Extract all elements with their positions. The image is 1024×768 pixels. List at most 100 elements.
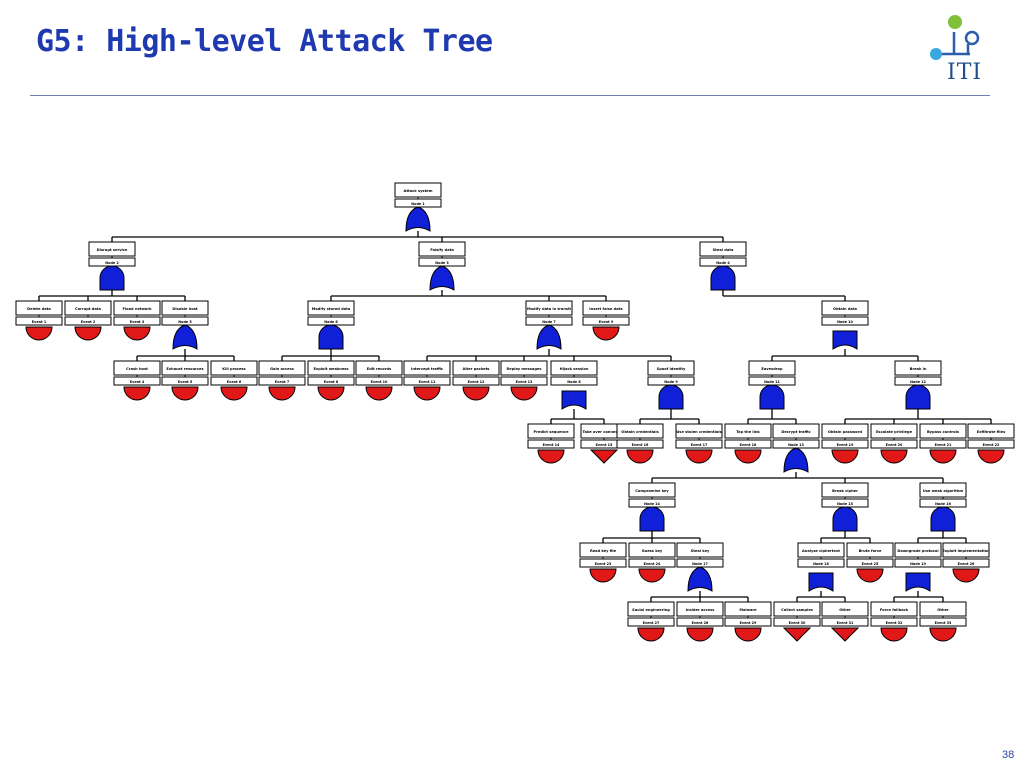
and-gate-icon (930, 506, 956, 532)
node-label-box (870, 617, 918, 627)
node-description: Use stolen credentials (676, 430, 721, 434)
node-label: Node 17 (692, 562, 708, 566)
node-label: Event 10 (371, 380, 388, 384)
iti-logo-icon (930, 15, 980, 60)
basic-event-circle (856, 568, 884, 583)
node-label: Node 11 (764, 380, 780, 384)
or-gate-icon (536, 324, 562, 350)
node-label-box (307, 376, 355, 386)
node-description: Attack system (404, 189, 433, 193)
node-description: Crash host (126, 367, 148, 371)
node-label: Node 16 (935, 502, 951, 506)
node-label-box (161, 376, 209, 386)
node-description: Break in (910, 367, 927, 371)
node-label: Event 28 (692, 621, 709, 625)
node-label: Event 27 (643, 621, 660, 625)
and-gate-icon (318, 324, 344, 350)
node-description: Gain access (270, 367, 294, 371)
node-description: Spoof identity (657, 367, 686, 371)
node-description: Edit records (367, 367, 392, 371)
gate-icon (832, 330, 858, 350)
node-label-box (616, 439, 664, 449)
node-label-box (919, 617, 967, 627)
node-description: Guess key (642, 549, 663, 553)
basic-event-circle (686, 627, 714, 642)
node-description: Force fallback (880, 608, 909, 612)
basic-event-circle (952, 568, 980, 583)
node-label: Event 16 (632, 443, 649, 447)
node-label-box (258, 376, 306, 386)
node-description: Predict sequence (533, 430, 569, 434)
node-label: Event 32 (886, 621, 903, 625)
node-description: Flood network (122, 307, 152, 311)
node-label-box (942, 558, 990, 568)
node-description: Insert false data (589, 307, 623, 311)
node-label: Node 4 (716, 261, 730, 265)
node-label-box (113, 376, 161, 386)
node-label-box (724, 617, 772, 627)
node-label-box (64, 316, 112, 326)
node-label: Event 23 (595, 562, 612, 566)
basic-event-circle (74, 326, 102, 341)
node-description: Intercept traffic (411, 367, 443, 371)
node-label: Event 7 (275, 380, 290, 384)
basic-event-circle (880, 627, 908, 642)
undeveloped-event-diamond (589, 449, 619, 464)
basic-event-circle (831, 449, 859, 464)
node-label: Node 13 (788, 443, 804, 447)
node-label-box (628, 558, 676, 568)
node-description: Break cipher (832, 489, 858, 493)
node-label: Event 21 (935, 443, 952, 447)
node-description: Obtain data (833, 307, 858, 311)
slide-title: G5: High-level Attack Tree (36, 24, 493, 59)
node-description: Exhaust resources (166, 367, 203, 371)
basic-event-circle (592, 326, 620, 341)
node-description: Tap the link (736, 430, 760, 434)
node-label: Event 18 (740, 443, 757, 447)
node-label: Node 6 (324, 320, 338, 324)
node-label: Node 2 (105, 261, 119, 265)
node-label: Event 8 (324, 380, 339, 384)
title-divider (30, 95, 990, 96)
node-description: Exploit implementation (942, 549, 990, 553)
node-label-box (500, 376, 548, 386)
node-description: Brute force (859, 549, 882, 553)
node-label-box (821, 617, 869, 627)
node-label: Node 3 (435, 261, 449, 265)
node-label: Node 12 (910, 380, 926, 384)
basic-event-circle (929, 449, 957, 464)
gate-icon (808, 572, 834, 592)
node-label: Node 15 (837, 502, 853, 506)
node-label-box (627, 617, 675, 627)
node-label-box (821, 316, 869, 326)
node-label: Node 7 (542, 320, 556, 324)
node-label-box (797, 558, 845, 568)
node-label: Node 14 (644, 502, 660, 506)
node-label-box (550, 376, 598, 386)
node-label: Event 4 (130, 380, 145, 384)
node-label-box (403, 376, 451, 386)
basic-event-circle (734, 449, 762, 464)
